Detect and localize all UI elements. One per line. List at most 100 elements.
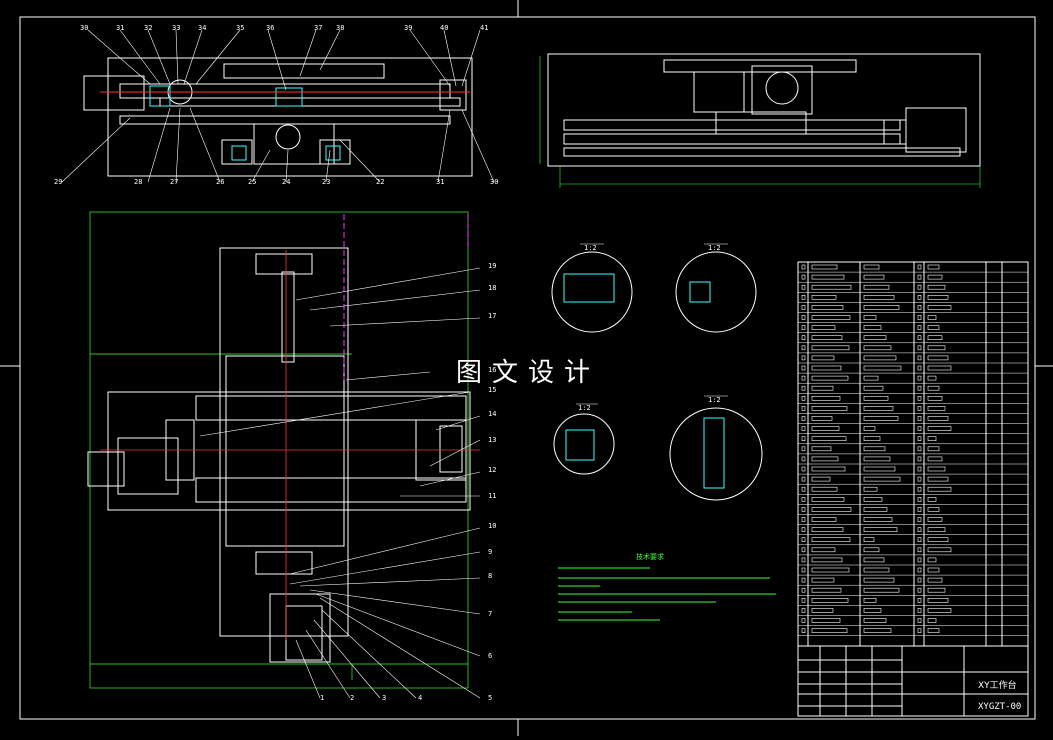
parts-cell-text	[811, 406, 848, 411]
parts-cell-text	[917, 466, 922, 472]
parts-cell-text	[927, 456, 943, 462]
parts-cell-text	[863, 426, 876, 431]
parts-cell-text	[917, 264, 922, 270]
detail-scales	[576, 243, 728, 405]
parts-cell-text	[811, 517, 837, 522]
parts-cell-text	[801, 547, 806, 553]
parts-cell-text	[811, 466, 846, 472]
parts-cell-text	[801, 507, 806, 512]
drawing-title: XY工作台	[978, 681, 1017, 691]
parts-cell-text	[927, 284, 946, 290]
parts-cell-text	[863, 587, 900, 593]
parts-cell-text	[927, 597, 949, 603]
top-view-label: 39	[404, 24, 413, 32]
parts-cell-text	[927, 274, 943, 280]
parts-cell-text	[917, 618, 922, 623]
parts-cell-text	[917, 406, 922, 411]
top-view-label: 33	[172, 24, 181, 32]
parts-cell-text	[917, 608, 922, 613]
parts-cell-text	[811, 628, 848, 633]
parts-cell-text	[927, 567, 940, 573]
parts-cell-text	[801, 335, 806, 341]
parts-cell-text	[917, 315, 922, 320]
parts-cell-text	[917, 507, 922, 512]
parts-cell-text	[927, 345, 946, 351]
parts-cell-text	[863, 345, 892, 351]
parts-cell-text	[917, 395, 922, 401]
parts-cell-text	[801, 486, 806, 492]
parts-cell-text	[917, 496, 922, 502]
parts-cell-text	[801, 325, 806, 330]
main-view-label: 4	[418, 694, 423, 702]
parts-cell-text	[927, 315, 937, 320]
top-view-label: 41	[480, 24, 489, 32]
parts-cell-text	[917, 577, 922, 583]
parts-cell-text	[917, 375, 922, 381]
parts-cell-text	[801, 466, 806, 472]
parts-cell-text	[917, 527, 922, 532]
parts-cell-text	[801, 608, 806, 613]
parts-cell-text	[927, 416, 949, 421]
parts-cell-text	[811, 426, 840, 431]
top-view-bottom-label: 30	[490, 178, 499, 186]
parts-cell-text	[863, 335, 887, 341]
parts-cell-text	[801, 577, 806, 583]
detail-views	[551, 251, 763, 501]
parts-cell-text	[927, 527, 946, 532]
parts-cell-text	[811, 486, 838, 492]
parts-cell-text	[801, 375, 806, 381]
parts-cell-text	[811, 395, 841, 401]
parts-cell-text	[811, 416, 833, 421]
parts-cell-text	[927, 618, 937, 623]
parts-cell-text	[811, 315, 851, 320]
parts-cell-text	[801, 446, 806, 452]
main-view-label: 15	[488, 386, 497, 394]
parts-cell-text	[917, 385, 922, 391]
parts-cell-text	[927, 294, 949, 300]
main-view-label: 2	[350, 694, 355, 702]
parts-cell-text	[811, 587, 842, 593]
parts-cell-text	[863, 365, 902, 371]
parts-cell-text	[811, 476, 831, 482]
top-view-label: 30	[80, 24, 89, 32]
parts-cell-text	[917, 567, 922, 573]
main-view-centerlines	[100, 250, 480, 640]
side-view-dims	[539, 56, 981, 188]
parts-cell-text	[801, 385, 806, 391]
parts-cell-text	[927, 436, 937, 442]
parts-cell-text	[927, 466, 946, 472]
parts-cell-text	[863, 375, 879, 381]
parts-cell-text	[811, 547, 836, 553]
parts-cell-text	[863, 597, 877, 603]
parts-cell-text	[801, 365, 806, 371]
parts-cell-text	[801, 264, 806, 270]
parts-cell-text	[801, 305, 806, 310]
parts-cell-text	[927, 375, 937, 381]
parts-cell-text	[801, 557, 806, 563]
parts-cell-text	[917, 426, 922, 431]
parts-cell-text	[811, 557, 843, 563]
top-view-bottom-label: 25	[248, 178, 257, 186]
parts-cell-text	[811, 375, 849, 381]
parts-cell-text	[917, 365, 922, 371]
parts-cell-text	[863, 608, 882, 613]
parts-list-rows	[798, 271, 1028, 636]
parts-cell-text	[917, 517, 922, 522]
parts-cell-text	[917, 486, 922, 492]
main-view	[87, 247, 471, 663]
parts-cell-text	[927, 587, 946, 593]
top-view-label: 32	[144, 24, 153, 32]
parts-cell-text	[811, 618, 841, 623]
parts-cell-text	[917, 537, 922, 543]
parts-list-cells	[801, 264, 952, 633]
main-view-cut	[343, 214, 469, 380]
parts-cell-text	[927, 577, 943, 583]
parts-cell-text	[863, 355, 897, 361]
parts-cell-text	[917, 597, 922, 603]
parts-cell-text	[811, 456, 839, 462]
parts-cell-text	[801, 476, 806, 482]
parts-cell-text	[801, 628, 806, 633]
